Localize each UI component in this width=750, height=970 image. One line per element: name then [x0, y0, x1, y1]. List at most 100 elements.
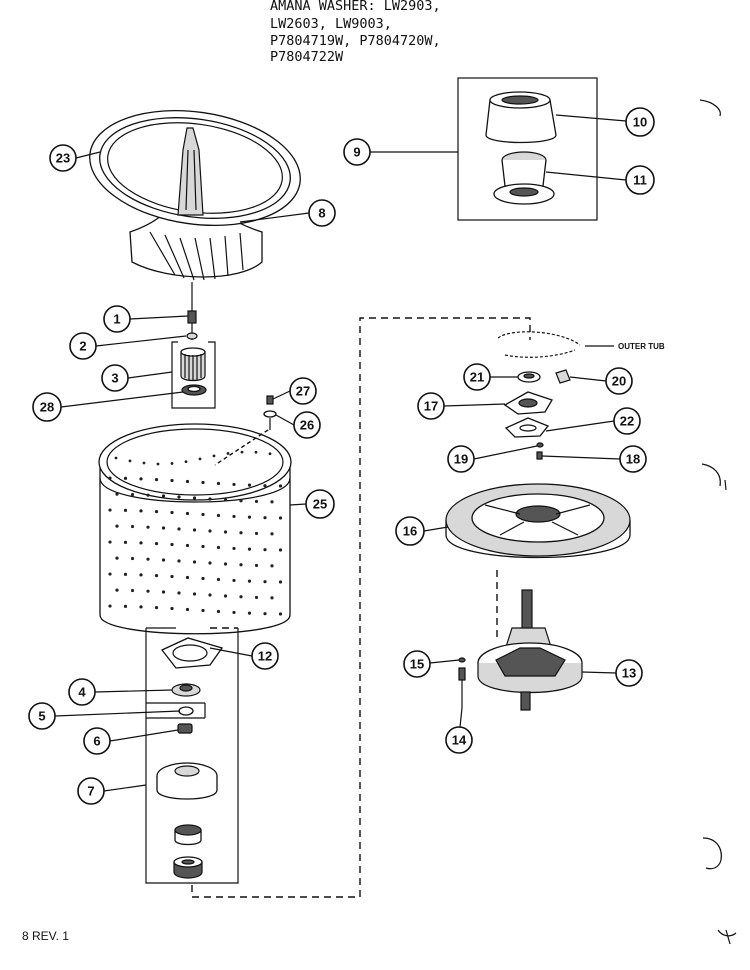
- basket-hole: [130, 492, 135, 497]
- basket-hole: [232, 482, 236, 487]
- basket-hole: [161, 526, 166, 530]
- svg-text:26: 26: [300, 418, 314, 433]
- basket-hole: [192, 496, 197, 500]
- callout-10: 10: [625, 107, 655, 137]
- basket-hole: [208, 561, 212, 565]
- basket-hole: [247, 483, 252, 487]
- basket-hole: [192, 528, 197, 532]
- basket-hole: [201, 480, 205, 485]
- basket-hole: [185, 575, 190, 580]
- svg-text:28: 28: [40, 400, 54, 415]
- basket-hole: [146, 493, 150, 497]
- callout-16: 16: [395, 516, 425, 546]
- basket-hole: [270, 564, 274, 568]
- basket-holes: [108, 450, 283, 616]
- callout-26: 26: [293, 411, 321, 439]
- header-line-4: P7804722W: [270, 49, 344, 65]
- basket-hole: [226, 452, 230, 455]
- svg-text:9: 9: [353, 145, 360, 160]
- basket-hole: [232, 610, 236, 615]
- basket-hole: [154, 574, 159, 578]
- basket-hole: [239, 563, 243, 567]
- basket-hole: [278, 484, 283, 488]
- basket-hole: [139, 573, 143, 577]
- basket-hole: [254, 499, 259, 504]
- basket-hole: [198, 457, 202, 461]
- basket-hole: [154, 510, 159, 514]
- basket-hole: [208, 593, 212, 597]
- callout-25: 25: [305, 489, 335, 519]
- outer-tub-label: OUTER TUB: [618, 342, 665, 351]
- svg-text:18: 18: [626, 452, 640, 467]
- basket-hole: [263, 516, 267, 520]
- basket-hole: [247, 547, 252, 551]
- basket-hole: [201, 576, 205, 581]
- basket-hole: [201, 608, 205, 613]
- header-line-3: P7804719W, P7804720W,: [270, 33, 441, 49]
- basket-hole: [192, 560, 197, 564]
- basket-hole: [239, 595, 243, 599]
- basket-hole: [154, 606, 159, 610]
- basket-hole: [161, 558, 166, 562]
- basket-hole: [216, 481, 221, 486]
- basket-hole: [123, 540, 128, 544]
- svg-text:23: 23: [56, 151, 70, 166]
- basket-hole: [223, 594, 228, 598]
- basket-hole: [146, 589, 150, 593]
- basket-hole: [185, 511, 190, 516]
- svg-text:25: 25: [313, 497, 327, 512]
- right-upper-parts: [497, 331, 581, 460]
- basket-hole: [161, 494, 166, 498]
- basket-hole: [263, 612, 267, 616]
- basket-hole: [232, 514, 236, 519]
- basket-hole: [177, 495, 181, 499]
- callout-14: 14: [445, 726, 473, 754]
- agitator-assembly: [89, 109, 301, 281]
- basket-hole: [170, 574, 174, 579]
- basket-hole: [108, 476, 112, 480]
- basket-hole: [239, 499, 243, 503]
- basket-hole: [278, 548, 283, 552]
- callout-12: 12: [251, 642, 279, 670]
- svg-text:1: 1: [113, 312, 120, 327]
- callout-7: 7: [77, 777, 105, 805]
- basket-hole: [247, 515, 252, 519]
- svg-text:22: 22: [620, 414, 634, 429]
- basket-hole: [108, 540, 112, 544]
- inset-box-9: [457, 77, 598, 221]
- basket-hole: [263, 484, 267, 488]
- lower-left-parts: [145, 627, 239, 884]
- callout-1: 1: [103, 305, 131, 333]
- basket-hole: [115, 492, 119, 496]
- basket-hole: [254, 595, 259, 600]
- basket-hole: [115, 524, 119, 528]
- basket-hole: [154, 478, 159, 482]
- basket-hole: [142, 461, 146, 465]
- basket-hole: [270, 500, 274, 504]
- revision-label: 8 REV. 1: [22, 929, 69, 943]
- basket-hole: [170, 478, 174, 483]
- basket-hole: [177, 591, 181, 595]
- callout-13: 13: [615, 659, 643, 687]
- basket-hole: [108, 572, 112, 576]
- svg-text:16: 16: [403, 524, 417, 539]
- callout-5: 5: [28, 702, 56, 730]
- basket-hole: [139, 541, 143, 545]
- basket-hole: [156, 462, 160, 466]
- basket-hole: [146, 557, 150, 561]
- svg-text:10: 10: [633, 115, 647, 130]
- basket-hole: [123, 604, 128, 608]
- basket-hole: [263, 580, 267, 584]
- basket-hole: [201, 512, 205, 517]
- basket-hole: [223, 530, 228, 534]
- basket-hole: [254, 450, 258, 454]
- callout-23: 23: [49, 144, 77, 172]
- basket-hole: [130, 588, 135, 593]
- left-upper-parts: [171, 282, 277, 430]
- callout-9: 9: [343, 138, 371, 166]
- callout-3: 3: [101, 364, 129, 392]
- basket-hole: [223, 498, 228, 502]
- header-line-1: AMANA WASHER: LW2903,: [270, 0, 441, 14]
- callout-17: 17: [417, 392, 445, 420]
- svg-text:13: 13: [622, 666, 636, 681]
